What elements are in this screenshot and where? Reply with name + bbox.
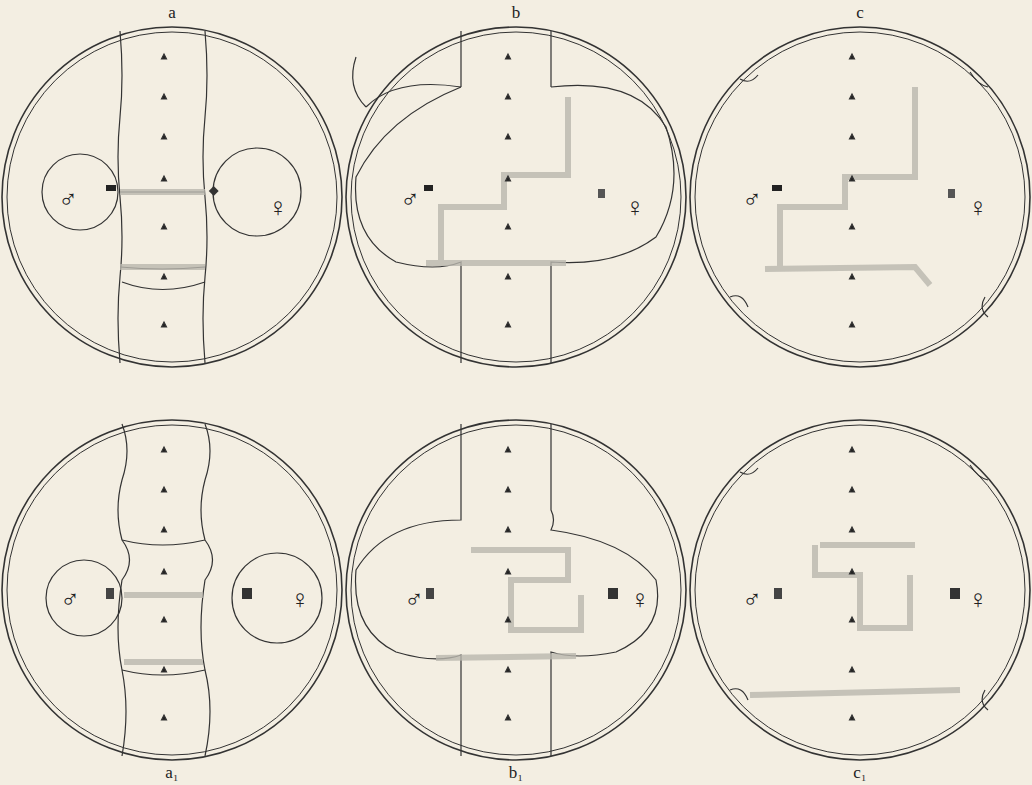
- female-symbol: ♀: [968, 195, 988, 221]
- panel-letter: a₁: [165, 764, 178, 781]
- panel-letter: b₁: [509, 764, 523, 781]
- female-symbol: ♀: [625, 195, 645, 221]
- male-symbol: ♂: [60, 587, 80, 613]
- panel-letter: c: [856, 4, 864, 21]
- female-symbol: ♀: [968, 587, 988, 613]
- male-symbol: ♂: [742, 187, 762, 213]
- male-symbol: ♂: [400, 187, 420, 213]
- male-symbol: ♂: [404, 587, 424, 613]
- panel-letter: a: [168, 4, 176, 21]
- panel-letter: c₁: [853, 764, 866, 781]
- male-symbol: ♂: [58, 187, 78, 213]
- female-symbol: ♀: [268, 195, 288, 221]
- panel-letter: b: [512, 4, 521, 21]
- female-symbol: ♀: [290, 587, 310, 613]
- female-symbol: ♀: [630, 587, 650, 613]
- male-symbol: ♂: [742, 587, 762, 613]
